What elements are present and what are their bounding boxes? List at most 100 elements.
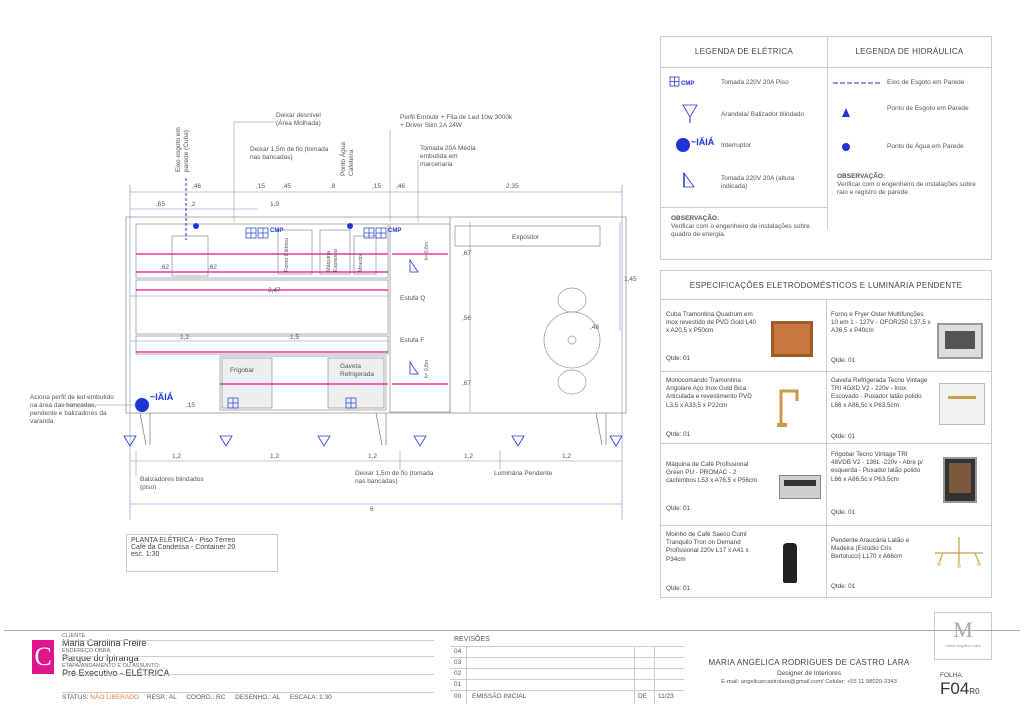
legend-label: Ponto de Esgoto em Parede [887,105,969,112]
dim: ,56 [462,315,472,322]
legend-hidraulica-header: LEGENDA DE HIDRÁULICA [828,37,991,68]
dim: 1,2 [270,453,280,460]
label-luminaria-pendente: Luminária Pendente [494,470,553,477]
grinder-image [783,543,797,583]
legend-eletrica-header: LEGENDA DE ELÉTRICA [661,37,828,68]
desenho: DESENHO.: AL [235,694,281,701]
legend-hidraulica-title: LEGENDA DE HIDRÁULICA [855,47,964,56]
dim: 1,45 [624,276,637,283]
water-point-icon [842,143,850,151]
label-expositor: Expositor [512,234,540,241]
label-moedor: Moedor [358,253,364,272]
specs-header: ESPECIFICAÇÕES ELETRODOMÉSTICOS E LUMINÁ… [661,271,991,300]
legend-label: Arandela/ Balizador blindado [721,111,805,118]
dim: ,46 [396,183,406,190]
revisions-title: REVISÕES [454,636,490,643]
dim: 1,9 [270,201,280,208]
dim: ,15 [256,183,266,190]
spec-item: Pendente Araucária Latão e Madeira (Estú… [831,537,910,561]
client-block: CLIENTE: Maria Carolina Freire ENDEREÇO … [62,633,442,678]
escala: ESCALA: 1:30 [289,694,332,701]
faucet-image [777,389,799,427]
legend-label: Interruptor [721,142,751,149]
label-maquina-expresso: Máquina Expresso [326,249,339,272]
obs-title: OBSERVAÇÃO: [671,215,720,222]
spec-item: Cuba Tramontina Quadrum em Inox revestid… [666,311,756,335]
label-tomada-20a: Tomada 20A Média embutida em marcenaria [420,145,476,169]
rev-text: EMISSÃO INICIAL [472,693,527,700]
rev-date: 11/23 [658,693,674,700]
dim: ,48 [590,324,600,331]
dim: ,62 [208,264,218,271]
dim: 1,2 [172,453,182,460]
sewer-axis-icon [833,82,881,84]
spec-item: Frigobar Tecno Vintage TRI 48VDB V2 - 13… [831,451,923,483]
label-estufa-f: Estufa F [400,337,425,344]
status-row: STATUS: NÃO LIBERADO RESP.: AL COORD.: R… [62,694,442,701]
drawer-image [939,383,985,425]
oven-image [937,323,983,359]
dim: 1,5 [290,334,300,341]
specs-title: ESPECIFICAÇÕES ELETRODOMÉSTICOS E LUMINÁ… [689,281,963,290]
dim: h= 0,8m [424,242,430,261]
plan-title: PLANTA ELÉTRICA - Piso Térreo [131,537,236,544]
designer-name: MARIA ANGÉLICA RODRIGUES DE CASTRO LARA [708,658,910,667]
label-ponto-agua: Ponto Água Cafeteira [340,142,356,176]
dim: ,2 [190,201,196,208]
obs-title: OBSERVAÇÃO: [837,173,886,180]
spec-item: Máquina de Café Profissional Green PU - … [666,461,758,485]
folha-rev: R0 [969,687,980,696]
endereco-value: Parque do Ipiranga [62,653,139,663]
spec-qtd: Qtde: 01 [831,583,856,590]
spec-qtd: Qtde: 01 [831,509,856,516]
plan-title-box: PLANTA ELÉTRICA - Piso Térreo Café da Co… [126,534,278,572]
brand-logo: C [32,640,54,674]
cmp-symbol: CMP [388,228,402,234]
legend-item: Eixo de Esgoto em Parede [833,77,987,93]
designer-contact: E-mail: angelicarcastrolara@gmail.com/ C… [721,679,897,685]
switch-icon [676,138,690,152]
floor-plan [60,121,627,520]
label-aciona-perfil: Aciona perfil de led embutido na área da… [30,394,114,426]
sink-image [771,321,813,357]
dim: 6 [370,506,374,513]
legend-item: Ponto de Esgoto em Parede [833,103,987,127]
label-eixo-esgoto: Eixo esgoto em parede (Cuba) [175,127,191,172]
cliente-value: Maria Carolina Freire [62,638,147,648]
label-deixar-fio-bottom: Deixar 1,5m de fio (tomada nas bancadas) [355,470,434,486]
monogram: M [953,617,973,642]
obs-text: Verificar com o engenheiro de instalaçõe… [671,223,810,239]
cliente-label: CLIENTE: [62,633,87,639]
legend-label: Tomada 220V 20A Piso [721,79,789,86]
legend-item: Arandela/ Balizador blindado [669,103,819,129]
spec-qtd: Qtde: 01 [666,505,691,512]
spec-item: Moinho de Café Saeco Cuml Tranquilo Tron… [666,531,749,563]
logo-caption: Maria Angélica Lara [945,643,981,648]
rev-de: DE [638,693,648,700]
legend-eletrica-title: LEGENDA DE ELÉTRICA [694,47,794,56]
spec-qtd: Qtde: 01 [666,585,691,592]
sewer-point-icon [842,108,850,117]
specs-panel: ESPECIFICAÇÕES ELETRODOMÉSTICOS E LUMINÁ… [660,270,992,598]
spec-qtd: Qtde: 01 [831,357,856,364]
label-balizadores: Balizadores blindados (piso) [140,476,204,492]
legend-eletrica-obs: OBSERVAÇÃO: Verificar com o engenheiro d… [671,215,821,239]
plan-scale: esc. 1:30 [131,551,160,558]
endereco-label: ENDEREÇO OBRA: [62,648,112,654]
switch-symbol: ~IÄIÁ [691,137,715,147]
outlet-floor-icon: CMP [669,76,694,87]
legend-label: Ponto de Água em Parede [887,143,964,150]
folha-value: F04 [940,679,970,698]
dim: ,67 [462,380,472,387]
etapa-label: ETAPA/ANDAMENTO E OU ASSUNTO: [62,663,161,669]
legend-hidraulica-obs: OBSERVAÇÃO: Verificar com o engenheiro d… [837,173,987,197]
spec-item: Gaveta Refrigerada Tecno Vintage TRI 4GX… [831,377,928,409]
label-deixar-desnivel: Deixar desnível (Área Molhada) [276,112,321,128]
dim: ,46 [192,183,202,190]
dim: 1,2 [562,453,572,460]
dim: ,15 [186,402,196,409]
legend-panel: LEGENDA DE ELÉTRICA LEGENDA DE HIDRÁULIC… [660,36,992,260]
dim: ,67 [462,250,472,257]
spec-qtd: Qtde: 01 [831,433,856,440]
sconce-icon [682,104,698,123]
